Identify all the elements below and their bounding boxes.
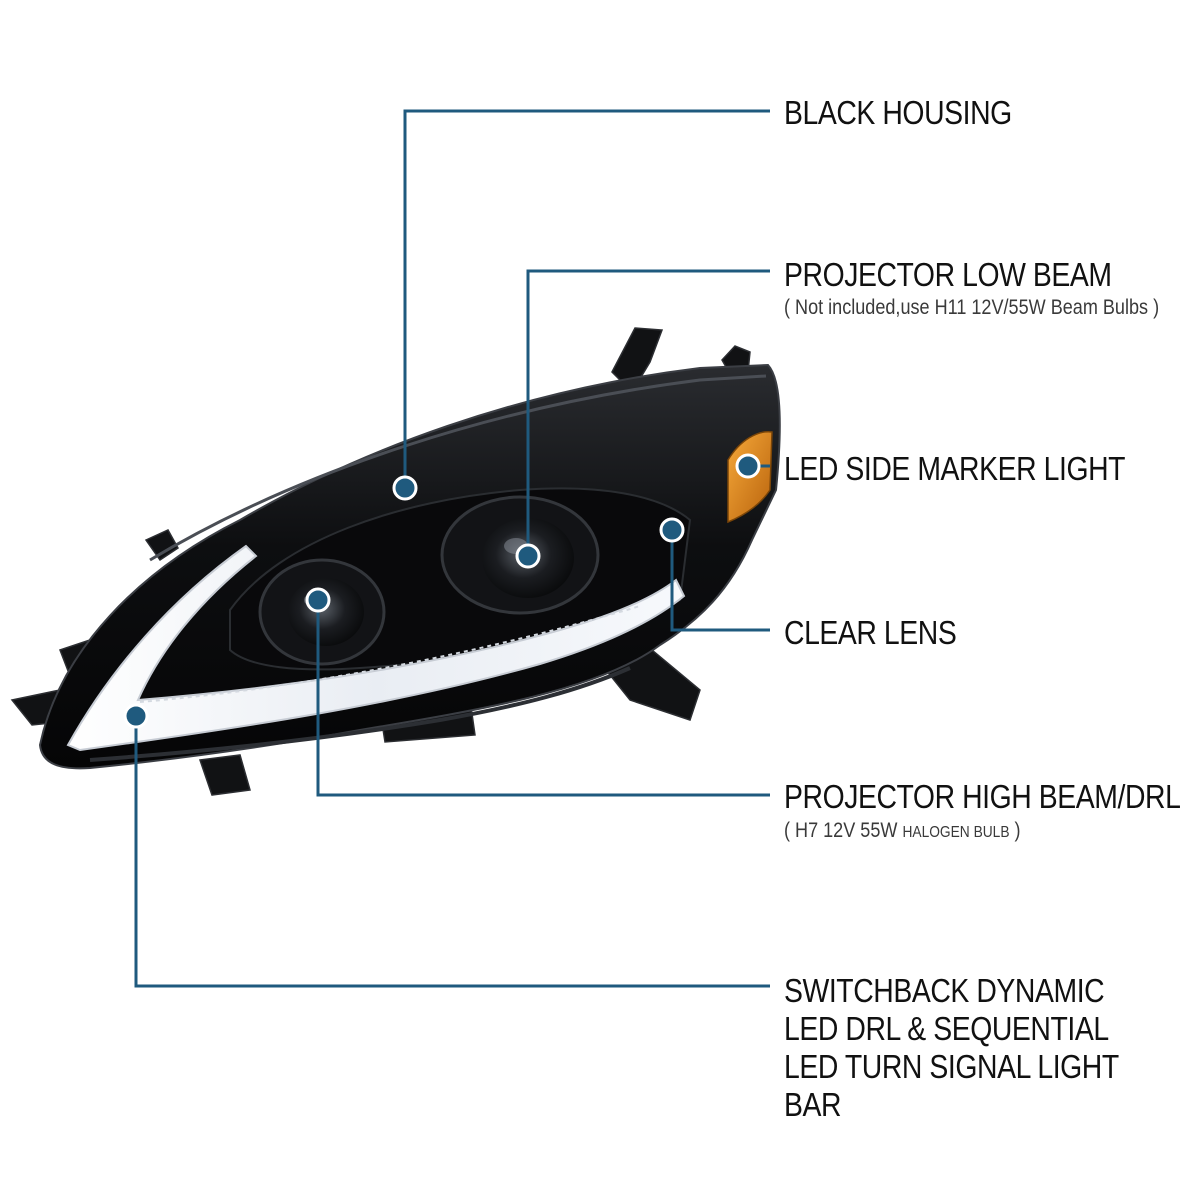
dot-black-housing (392, 475, 418, 501)
leader-projector-low-beam (526, 269, 770, 556)
label-led-side-marker: LED SIDE MARKER LIGHT (784, 450, 1126, 487)
dot-projector-high-beam (305, 587, 331, 613)
dot-clear-lens (659, 517, 685, 543)
label-switchback-line2: LED DRL & SEQUENTIAL (784, 1010, 1109, 1047)
label-switchback-line3: LED TURN SIGNAL LIGHT BAR (784, 1048, 1119, 1123)
led-drl-light-bar (66, 544, 686, 752)
label-switchback: SWITCHBACK DYNAMIC LED DRL & SEQUENTIAL … (784, 972, 1180, 1124)
label-projector-high-beam: PROJECTOR HIGH BEAM/DRL (784, 778, 1181, 815)
label-black-housing: BLACK HOUSING (784, 94, 1012, 131)
dot-projector-low-beam (515, 543, 541, 569)
label-clear-lens: CLEAR LENS (784, 614, 957, 651)
note-high-beam-main: ( H7 12V 55W (784, 819, 903, 842)
label-switchback-line1: SWITCHBACK DYNAMIC (784, 972, 1105, 1009)
dot-switchback (123, 703, 149, 729)
leader-switchback (134, 716, 770, 988)
note-projector-high-beam: ( H7 12V 55W HALOGEN BULB ) (784, 820, 1021, 841)
dot-led-side-marker (735, 453, 761, 479)
note-high-beam-bulb: HALOGEN BULB (902, 824, 1010, 841)
note-projector-low-beam: ( Not included,use H11 12V/55W Beam Bulb… (784, 296, 1160, 319)
leader-projector-high-beam (316, 600, 770, 797)
label-projector-low-beam: PROJECTOR LOW BEAM (784, 256, 1112, 293)
leader-clear-lens (670, 530, 770, 632)
leader-black-housing (403, 109, 770, 488)
note-high-beam-end: ) (1009, 819, 1021, 842)
callout-dots (123, 453, 761, 729)
